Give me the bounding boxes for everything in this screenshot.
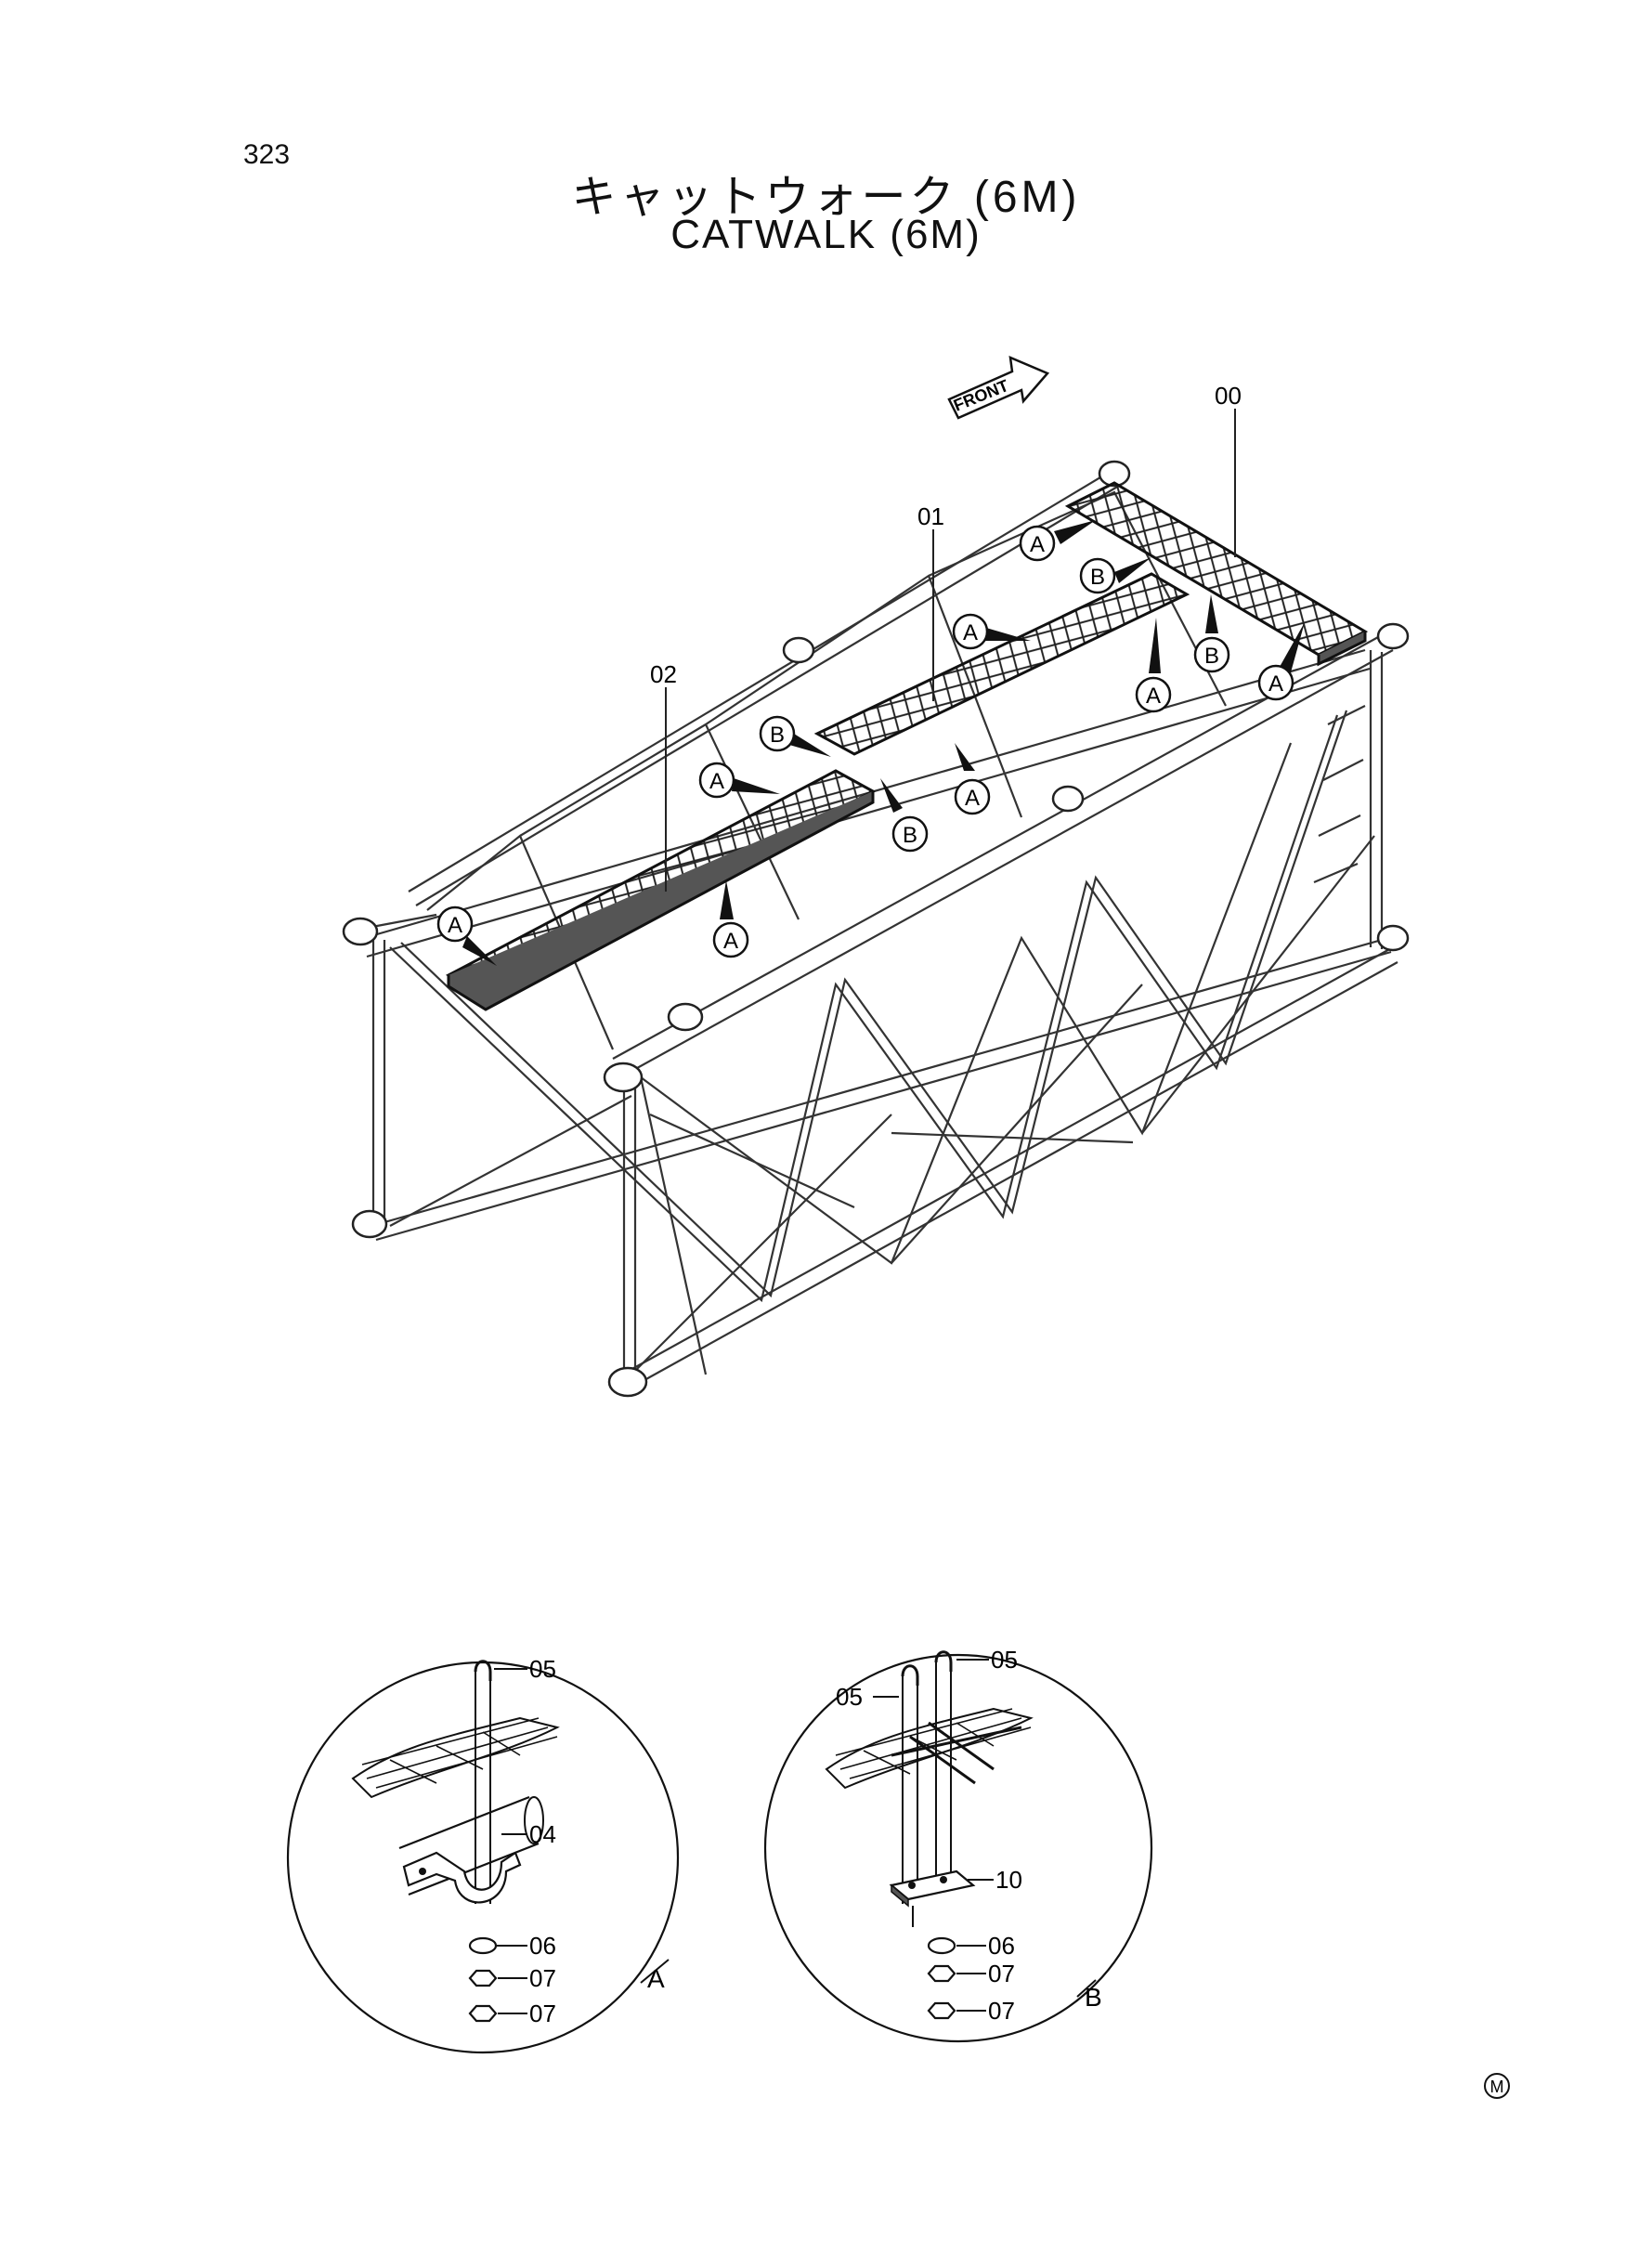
boom-frame (357, 468, 1398, 1390)
detail-a-label: A (647, 1964, 665, 1993)
svg-text:B: B (770, 723, 785, 748)
marker-b: B (1079, 557, 1151, 594)
marker-a: A (1135, 618, 1172, 713)
svg-text:A: A (965, 786, 980, 811)
svg-text:A: A (963, 620, 978, 645)
svg-text:A: A (1030, 532, 1045, 557)
svg-text:A: A (1146, 684, 1161, 709)
page-number: 323 (243, 139, 291, 170)
detail-b-label: B (1085, 1983, 1102, 2012)
svg-text:B: B (1090, 565, 1105, 590)
boom-end-lugs (342, 460, 1410, 1398)
svg-text:B: B (903, 823, 917, 848)
detail-b-part-05-left: 05 (836, 1683, 863, 1711)
title-english: CATWALK (6M) (670, 212, 982, 257)
detail-markers: A B A A A B A (436, 520, 1305, 966)
callout-00: 00 (1215, 382, 1242, 410)
marker-a: A (712, 880, 749, 958)
marker-a: A (1257, 622, 1305, 701)
svg-text:A: A (448, 913, 462, 938)
svg-text:A: A (1268, 671, 1283, 697)
svg-text:M: M (1490, 2078, 1504, 2096)
detail-b-part-07: 07 (988, 1960, 1015, 1987)
detail-a-part-07: 07 (529, 1964, 556, 1992)
marker-a: A (698, 762, 780, 799)
catwalk-panel-01 (813, 572, 1190, 756)
detail-b-part-06: 06 (988, 1932, 1015, 1960)
title-japanese: キャットウォーク (6M) (571, 173, 1081, 222)
main-callouts (665, 409, 1236, 892)
svg-text:A: A (723, 929, 738, 954)
catwalk-panels (445, 481, 1369, 1011)
marker-b: B (1193, 594, 1230, 673)
detail-a-part-06: 06 (529, 1932, 556, 1960)
marker-a: A (1019, 520, 1096, 562)
marker-b: B (759, 715, 831, 757)
svg-text:A: A (709, 769, 724, 794)
marker-a: A (436, 905, 497, 966)
detail-b-part-07: 07 (988, 1997, 1015, 2025)
front-arrow: FRONT (947, 355, 1050, 420)
detail-a-part-05: 05 (529, 1655, 556, 1683)
marker-a: A (952, 613, 1031, 650)
callout-02: 02 (650, 660, 677, 688)
detail-a-part-07: 07 (529, 2000, 556, 2027)
detail-b-part-10: 10 (995, 1866, 1022, 1894)
svg-text:B: B (1204, 644, 1219, 669)
detail-a (286, 1660, 680, 2054)
callout-01: 01 (917, 502, 944, 530)
detail-a-part-04: 04 (529, 1820, 556, 1848)
detail-b (763, 1650, 1153, 2043)
corner-mark: M (1484, 2073, 1510, 2099)
detail-b-part-05-right: 05 (991, 1646, 1018, 1674)
marker-b: B (880, 778, 929, 853)
marker-a: A (954, 743, 991, 815)
